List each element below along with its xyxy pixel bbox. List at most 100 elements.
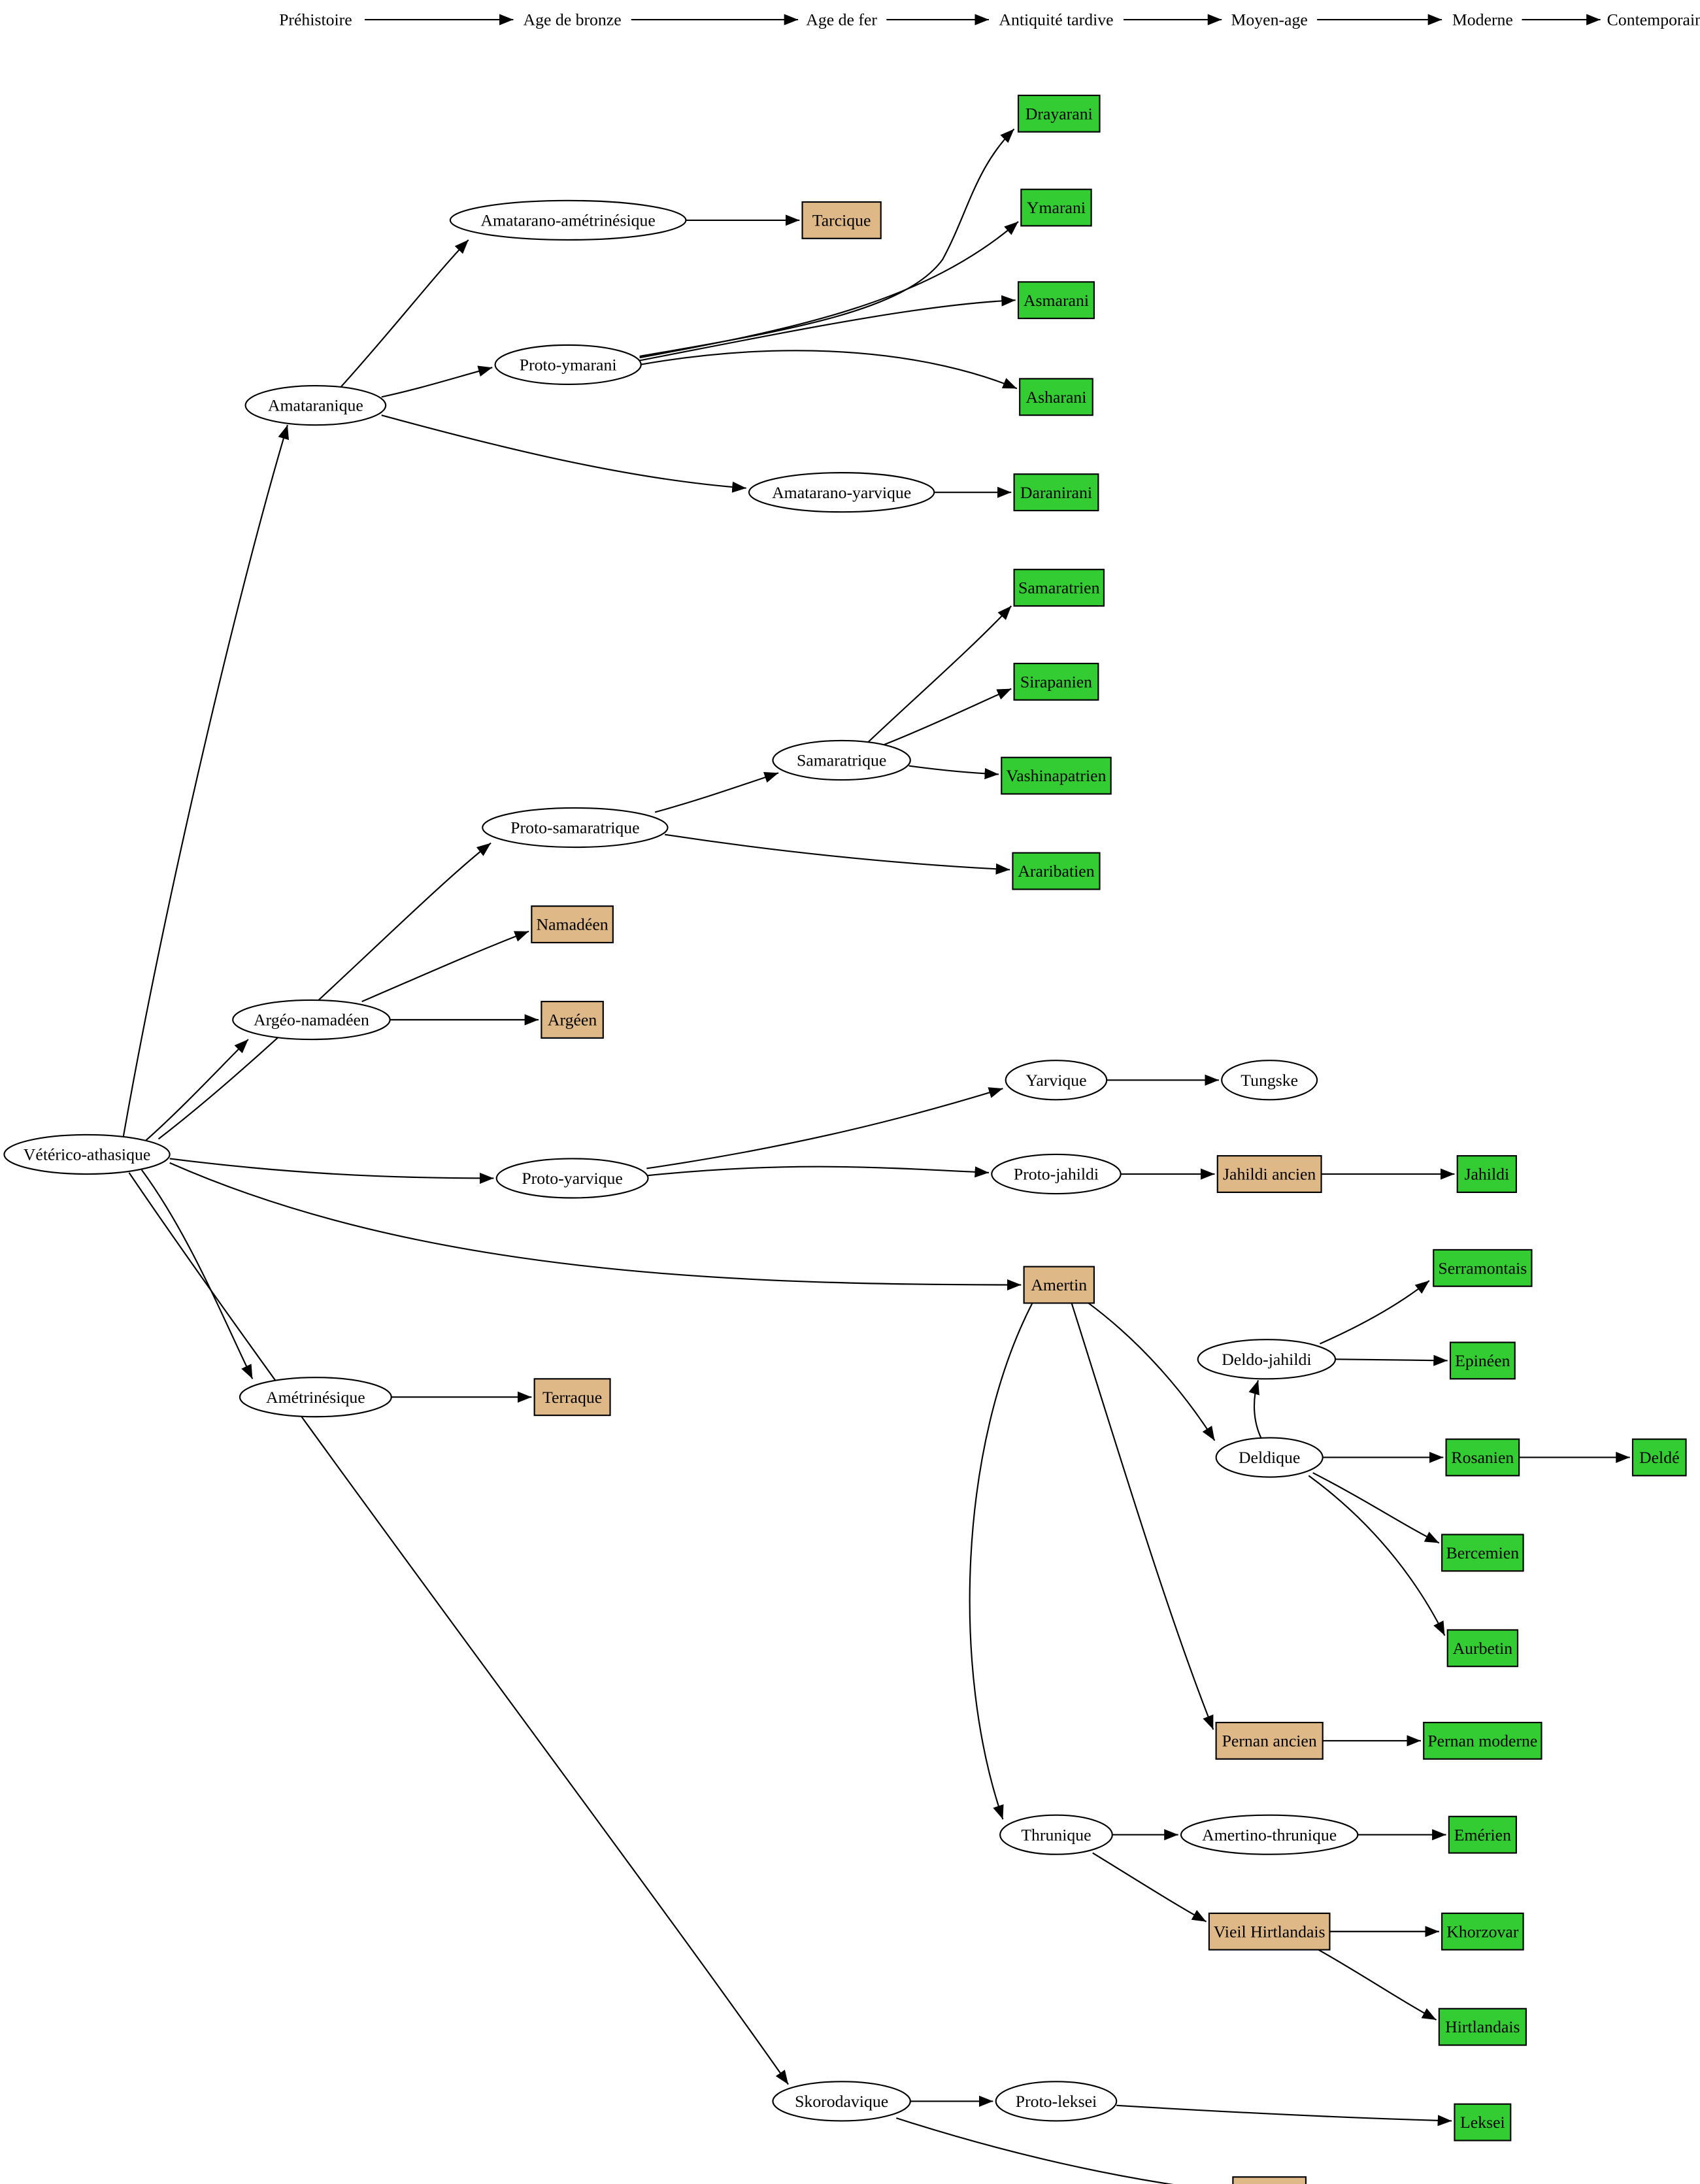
edge-amataranique-proto_ymarani — [381, 365, 493, 398]
node-label: Epinéen — [1455, 1351, 1510, 1370]
node-deldique: Deldique — [1215, 1437, 1324, 1478]
timeline-era-label: Préhistoire — [279, 10, 352, 29]
node-pernan_ancien: Pernan ancien — [1215, 1721, 1324, 1760]
node-label: Serramontais — [1438, 1258, 1527, 1277]
node-label: Rosanien — [1451, 1448, 1514, 1467]
edge-amertin-thrunique — [969, 1302, 1033, 1820]
timeline-era-label: Moyen-age — [1231, 10, 1308, 29]
timeline: Préhistoire Age de bronze Age de fer Ant… — [279, 10, 1700, 29]
node-label: Pernan moderne — [1427, 1732, 1537, 1751]
nodes: Vétérico-athasique Amataranique Amataran… — [3, 94, 1687, 2184]
node-emerien: Emérien — [1448, 1815, 1517, 1854]
node-label: Proto-ymarani — [520, 355, 617, 374]
node-label: Deldé — [1639, 1448, 1679, 1467]
node-label: Bercemien — [1446, 1543, 1520, 1562]
node-label: Samaratrique — [797, 751, 886, 770]
node-label: Amertino-thrunique — [1202, 1825, 1337, 1844]
edge-veterico-argeo_namadeen — [145, 1039, 249, 1141]
edge-samaratrique-vashinapatrien — [908, 765, 999, 780]
edge-proto_ymarani-drayarani — [639, 128, 1015, 358]
edge-deldique-deldo_jahildi — [1248, 1380, 1262, 1438]
edge-proto_yarvique-yarvique — [646, 1087, 1003, 1169]
node-asmarani: Asmarani — [1017, 281, 1095, 320]
node-serramontais: Serramontais — [1433, 1249, 1533, 1287]
node-label: Deldique — [1239, 1448, 1300, 1467]
node-hirtlandais: Hirtlandais — [1438, 2008, 1527, 2046]
edge-amertin-pernan_ancien — [1071, 1303, 1214, 1730]
node-amatarano_yarvique: Amatarano-yarvique — [748, 472, 935, 513]
node-namadeen: Namadéen — [531, 905, 614, 944]
edge-skorodavique-skorodar — [895, 2117, 1174, 2184]
node-epineen: Epinéen — [1449, 1341, 1516, 1380]
edge-samaratrique-samaratrien — [867, 605, 1012, 743]
edge-deldo_jahildi-epineen — [1335, 1354, 1448, 1366]
node-bercemien: Bercemien — [1441, 1534, 1524, 1572]
node-label: Thrunique — [1021, 1825, 1091, 1844]
node-label: Proto-leksei — [1016, 2092, 1097, 2111]
node-label: Drayarani — [1025, 104, 1093, 123]
edge-deldo_jahildi-serramontais — [1319, 1280, 1430, 1345]
edge-veterico-amataranique — [122, 424, 290, 1137]
edge-veterico-amertin — [169, 1162, 1022, 1291]
node-amertin: Amertin — [1023, 1266, 1095, 1304]
node-label: Vieil Hirtlandais — [1214, 1922, 1325, 1941]
node-label: Amétrinésique — [266, 1388, 365, 1407]
node-label: Amatarano-amétrinésique — [480, 210, 655, 229]
node-label: Asmarani — [1024, 291, 1089, 310]
node-rosanien: Rosanien — [1445, 1438, 1520, 1477]
node-ametrinesique: Amétrinésique — [239, 1377, 392, 1418]
node-label: Araribatien — [1018, 862, 1094, 881]
node-label: Proto-jahildi — [1014, 1165, 1099, 1184]
node-label: Sirapanien — [1020, 672, 1092, 691]
edge-deldique-aurbetin — [1308, 1475, 1446, 1636]
node-amataranique: Amataranique — [244, 385, 387, 426]
node-label: Jahildi ancien — [1223, 1165, 1316, 1184]
node-samaratrique: Samaratrique — [772, 739, 911, 781]
edges — [122, 128, 1630, 2184]
node-amatarano_ametrinesique: Amatarano-amétrinésique — [449, 199, 687, 241]
node-label: Daranirani — [1020, 483, 1092, 502]
node-label: Khorzovar — [1446, 1922, 1519, 1941]
node-thrunique: Thrunique — [999, 1814, 1113, 1855]
node-label: Amataranique — [268, 396, 363, 415]
node-label: Amatarano-yarvique — [772, 483, 911, 502]
node-label: Tarcique — [812, 210, 871, 229]
edge-amataranique-amatarano_ametrinesique — [339, 239, 469, 390]
node-label: Vashinapatrien — [1006, 766, 1106, 785]
node-delde: Deldé — [1631, 1438, 1687, 1477]
node-argeen: Argéen — [541, 1001, 604, 1039]
node-jahildi: Jahildi — [1456, 1155, 1517, 1193]
node-label: Namadéen — [537, 915, 608, 934]
edge-proto_samaratrique-araribatien — [665, 833, 1010, 875]
node-label: Emérien — [1454, 1825, 1511, 1844]
node-label: Vétérico-athasique — [24, 1145, 150, 1164]
timeline-era-label: Age de fer — [806, 10, 877, 29]
node-label: Leksei — [1460, 2113, 1505, 2132]
node-aurbetin: Aurbetin — [1446, 1629, 1519, 1668]
edge-thrunique-vieil_hirtlandais — [1092, 1852, 1207, 1923]
node-label: Ymarani — [1027, 198, 1086, 217]
node-khorzovar: Khorzovar — [1441, 1912, 1524, 1951]
edge-veterico-ametrinesique — [141, 1169, 254, 1379]
node-sirapanien: Sirapanien — [1013, 662, 1099, 701]
node-label: Aurbetin — [1453, 1639, 1513, 1658]
edge-proto_ymarani-ymarani — [639, 221, 1019, 359]
node-label: Yarvique — [1025, 1071, 1086, 1090]
node-label: Hirtlandais — [1445, 2017, 1520, 2036]
node-skorodavique: Skorodavique — [772, 2081, 911, 2122]
node-pernan_moderne: Pernan moderne — [1423, 1721, 1542, 1760]
node-label: Tungske — [1241, 1071, 1298, 1090]
edge-proto_ymarani-asmarani — [639, 295, 1016, 361]
edge-amataranique-amatarano_yarvique — [381, 414, 746, 493]
node-leksei: Leksei — [1454, 2103, 1512, 2142]
node-araribatien: Araribatien — [1012, 852, 1101, 890]
node-label: Pernan ancien — [1222, 1732, 1317, 1751]
node-asharani: Asharani — [1019, 378, 1093, 416]
node-daranirani: Daranirani — [1013, 473, 1099, 512]
node-label: Skorodavique — [795, 2092, 888, 2111]
edge-proto_yarvique-proto_jahildi — [648, 1166, 990, 1178]
node-proto_jahildi: Proto-jahildi — [991, 1153, 1122, 1195]
node-tarcique: Tarcique — [801, 201, 882, 239]
timeline-era-label: Age de bronze — [524, 10, 622, 29]
node-skorodar: Skorodar — [1232, 2176, 1307, 2184]
